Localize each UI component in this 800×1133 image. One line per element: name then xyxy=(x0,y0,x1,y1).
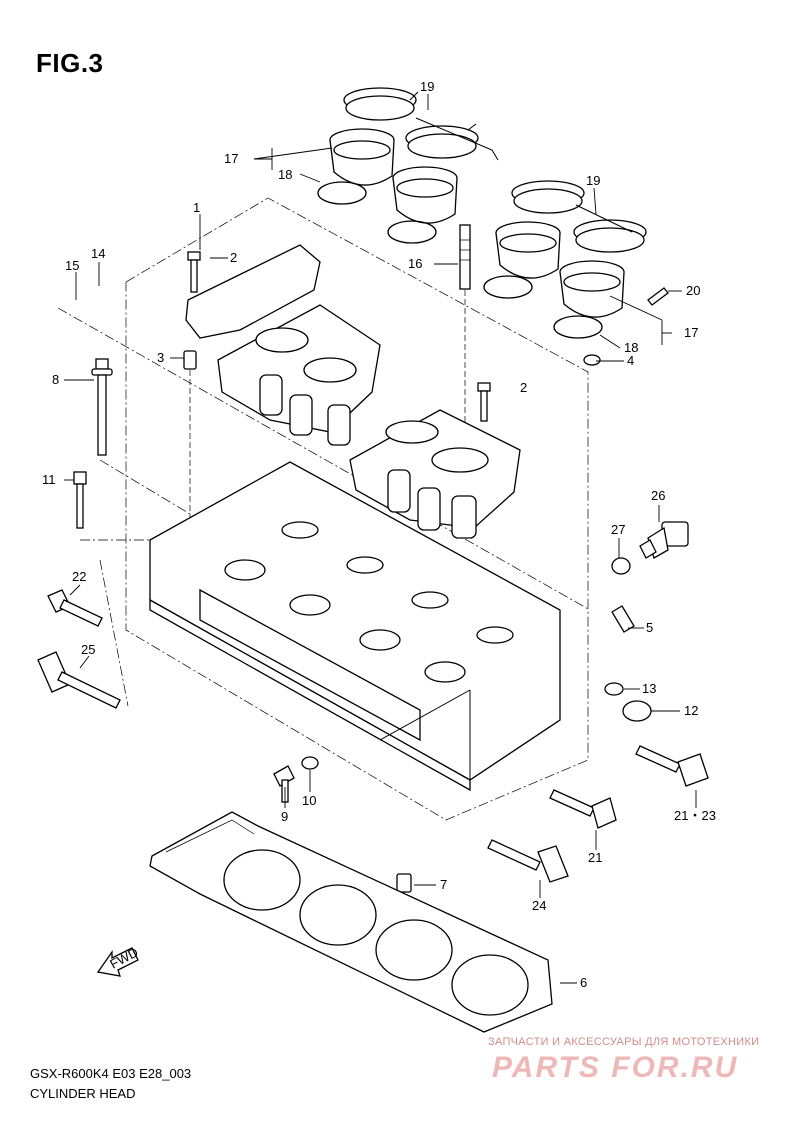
intake-pipe-pair-rear xyxy=(511,180,647,253)
callout-26: 26 xyxy=(651,488,665,503)
callout-17-rear: 17 xyxy=(684,325,698,340)
dowel-7 xyxy=(396,873,412,893)
callout-27: 27 xyxy=(611,522,625,537)
figure-title: FIG.3 xyxy=(36,48,104,78)
bolt-2-rear xyxy=(477,382,491,422)
callout-22: 22 xyxy=(72,569,86,584)
callout-15: 15 xyxy=(65,258,79,273)
callout-6: 6 xyxy=(580,975,587,990)
callout-11: 11 xyxy=(42,472,56,487)
callout-12: 12 xyxy=(684,703,698,718)
callout-10: 10 xyxy=(302,793,316,808)
callout-3: 3 xyxy=(157,350,164,365)
cylinder-head xyxy=(149,461,561,792)
callout-7: 7 xyxy=(440,877,447,892)
intake-pipe-pair-front xyxy=(343,87,499,161)
leader-lines xyxy=(64,94,697,984)
stud-25 xyxy=(37,651,121,709)
o-rings xyxy=(317,181,603,339)
callout-1: 1 xyxy=(193,200,200,215)
callout-21-23: 21・23 xyxy=(674,808,716,823)
washer-4 xyxy=(583,354,601,366)
callout-18-rear: 18 xyxy=(624,340,638,355)
gasket-27 xyxy=(611,557,631,575)
head-gasket xyxy=(149,811,553,1033)
callout-5: 5 xyxy=(646,620,653,635)
assembly-boundary xyxy=(57,197,591,821)
callout-19-rear: 19 xyxy=(586,173,600,188)
callout-18-front: 18 xyxy=(278,167,292,182)
callout-2-rear: 2 xyxy=(520,380,527,395)
washer-10 xyxy=(301,756,319,770)
callout-labels: 1 2 2 3 4 5 6 7 8 9 10 11 12 13 14 15 16… xyxy=(42,79,716,990)
model-code: GSX-R600K4 E03 E28_003 xyxy=(30,1066,192,1081)
watermark-tagline: ЗАПЧАСТИ И АКСЕССУАРЫ ДЛЯ МОТОТЕХНИКИ xyxy=(488,1036,760,1048)
callout-20: 20 xyxy=(686,283,700,298)
watermark-logo: PARTS FOR.RU xyxy=(492,1051,739,1084)
callout-9: 9 xyxy=(281,809,288,824)
callout-24: 24 xyxy=(532,898,546,913)
callout-17-front: 17 xyxy=(224,151,238,166)
bolt-8 xyxy=(91,358,113,456)
callout-4: 4 xyxy=(627,353,634,368)
o-ring-12 xyxy=(622,700,652,722)
bolt-21-23 xyxy=(635,745,709,787)
bolt-22 xyxy=(47,589,103,627)
callout-21: 21 xyxy=(588,850,602,865)
section-title: CYLINDER HEAD xyxy=(30,1086,136,1101)
bolt-9 xyxy=(273,765,295,803)
bolt-11 xyxy=(73,471,87,529)
screw-20 xyxy=(647,287,669,306)
callout-19-front: 19 xyxy=(420,79,434,94)
camshaft-holder-rear xyxy=(349,409,521,539)
stud-16 xyxy=(459,224,471,430)
callout-14: 14 xyxy=(91,246,105,261)
bolt-21 xyxy=(549,789,617,829)
dowel-3 xyxy=(183,350,197,520)
camshaft-holder-front xyxy=(185,244,381,446)
intake-boots-rear xyxy=(495,221,625,318)
callout-16: 16 xyxy=(408,256,422,271)
callout-2-front: 2 xyxy=(230,250,237,265)
temperature-sensor-26 xyxy=(639,521,689,559)
o-ring-13 xyxy=(604,682,624,696)
forward-direction-arrow: FWD xyxy=(96,945,141,977)
stud-24 xyxy=(487,839,569,883)
callout-13: 13 xyxy=(642,681,656,696)
dowel-5 xyxy=(611,605,635,633)
callout-8: 8 xyxy=(52,372,59,387)
bolt-2-front xyxy=(187,251,201,293)
callout-25: 25 xyxy=(81,642,95,657)
